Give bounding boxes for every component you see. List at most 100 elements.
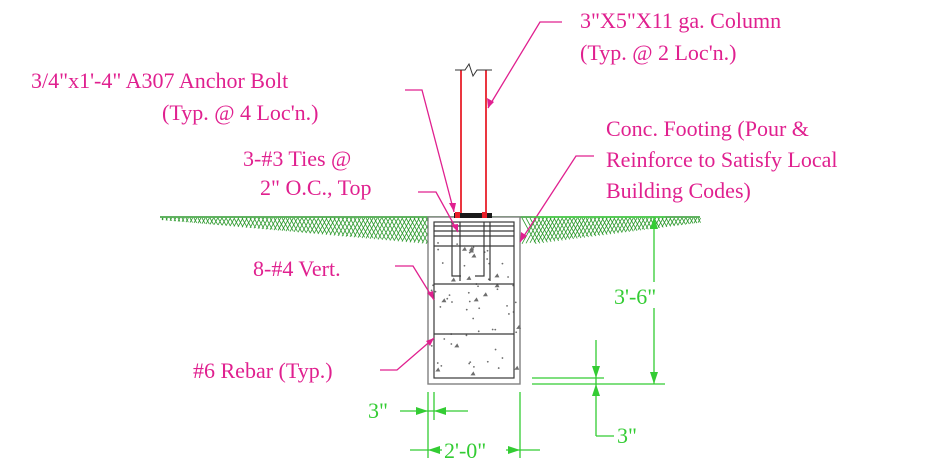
aggregate-speck	[456, 243, 459, 246]
hatch-stroke	[337, 217, 349, 237]
hatch-stroke	[673, 217, 679, 226]
hatch-stroke	[217, 217, 223, 226]
depth-text: 3'-6"	[614, 284, 656, 309]
aggregate-speck	[434, 290, 437, 293]
hatch-stroke	[293, 217, 303, 233]
aggregate-speck	[478, 307, 481, 310]
aggregate-speck	[471, 253, 477, 258]
aggregate-speck	[446, 297, 449, 300]
aggregate-speck	[486, 360, 489, 363]
hatch-stroke	[349, 217, 361, 238]
hatch-stroke	[597, 217, 608, 235]
hatch-stroke	[577, 217, 589, 238]
hatch-stroke	[225, 217, 231, 227]
hatch-stroke	[593, 217, 604, 236]
cover-arrow-top	[592, 366, 600, 378]
hatch-stroke	[633, 217, 642, 231]
vert-callout: 8-#4 Vert.	[253, 256, 435, 301]
footing-label-line3: Building Codes)	[606, 178, 751, 203]
hatch-stroke	[309, 217, 319, 234]
hatch-stroke	[409, 217, 424, 243]
aggregate-speck	[468, 246, 474, 251]
hatch-stroke	[681, 217, 686, 225]
hatch-stroke	[525, 217, 541, 244]
width-text-mask	[442, 437, 506, 461]
hatch-stroke	[605, 217, 615, 234]
aggregate-speck	[467, 291, 470, 294]
ties-leader-line	[418, 191, 459, 233]
aggregate-speck	[448, 294, 451, 296]
width-arrow-left	[428, 446, 440, 454]
hatch-stroke	[181, 217, 185, 223]
hatch-stroke	[413, 217, 428, 243]
aggregate-speck	[486, 258, 489, 260]
hatch-stroke	[321, 217, 332, 235]
aggregate-speck	[491, 328, 494, 331]
hatch-stroke	[685, 217, 690, 225]
depth-text-mask	[610, 282, 698, 308]
hatch-stroke	[237, 217, 244, 228]
ground-hatching	[161, 217, 701, 245]
hatch-stroke	[205, 217, 210, 225]
hatch-stroke	[601, 217, 612, 235]
hatch-stroke	[333, 217, 344, 236]
width-arrow-right	[508, 446, 520, 454]
aggregate-speck	[472, 317, 475, 320]
aggregate-speck	[497, 367, 500, 369]
hatch-stroke	[241, 217, 248, 228]
bolt-label-line2: (Typ. @ 4 Loc'n.)	[162, 100, 318, 125]
hatch-stroke	[245, 217, 252, 228]
hatch-stroke	[585, 217, 597, 237]
bolt-leader-line	[405, 89, 455, 213]
hatch-stroke	[669, 217, 675, 227]
aggregate-speck	[430, 344, 433, 347]
aggregate-speck	[443, 338, 446, 340]
aggregate-speck	[496, 288, 499, 291]
hatch-stroke	[397, 217, 412, 242]
hatch-stroke	[565, 217, 578, 239]
hatch-stroke	[621, 217, 630, 232]
hatch-stroke	[361, 217, 374, 239]
hatch-stroke	[281, 217, 290, 232]
hatch-stroke	[201, 217, 206, 224]
hatch-stroke	[689, 217, 694, 224]
hatch-stroke	[697, 217, 701, 223]
bottom-cover-dimension: 3"	[532, 340, 637, 448]
aggregate-speck	[469, 361, 472, 364]
hatch-stroke	[609, 217, 619, 234]
bolt-nut-left	[455, 212, 460, 218]
vert-leader-line	[395, 265, 435, 301]
aggregate-speck	[439, 306, 442, 308]
aggregate-speck	[472, 246, 475, 249]
aggregate-speck	[465, 308, 468, 311]
aggregate-speck	[486, 249, 489, 252]
rebar-label: #6 Rebar (Typ.)	[193, 358, 333, 383]
bolt-label-line1: 3/4"x1'-4" A307 Anchor Bolt	[31, 68, 288, 93]
hatch-stroke	[617, 217, 627, 233]
width-text: 2'-0"	[444, 438, 486, 463]
hatch-stroke	[657, 217, 664, 228]
column-label-line1: 3"X5"X11 ga. Column	[580, 8, 781, 33]
depth-dimension: 3'-6"	[532, 216, 698, 385]
aggregate-speck	[454, 343, 460, 348]
aggregate-speck	[516, 324, 522, 329]
aggregate-speck	[450, 343, 453, 345]
hatch-stroke	[213, 217, 219, 225]
bottom-cover-text: 3"	[617, 423, 637, 448]
rebar-callout: #6 Rebar (Typ.)	[193, 337, 435, 383]
hatch-stroke	[325, 217, 336, 236]
hatch-stroke	[277, 217, 286, 231]
ties-leader-arrow	[451, 224, 458, 232]
aggregate-speck	[437, 248, 440, 251]
hatch-stroke	[693, 217, 698, 224]
aggregate-speck	[473, 365, 475, 368]
aggregate-speck	[507, 276, 509, 278]
aggregate-speck	[430, 289, 433, 292]
hatch-stroke	[353, 217, 365, 238]
anchor-bolt-callout: 3/4"x1'-4" A307 Anchor Bolt (Typ. @ 4 Lo…	[31, 68, 456, 213]
hatch-stroke	[289, 217, 298, 232]
aggregate-speck	[468, 362, 471, 365]
hatch-stroke	[329, 217, 340, 236]
hatch-stroke	[365, 217, 378, 239]
